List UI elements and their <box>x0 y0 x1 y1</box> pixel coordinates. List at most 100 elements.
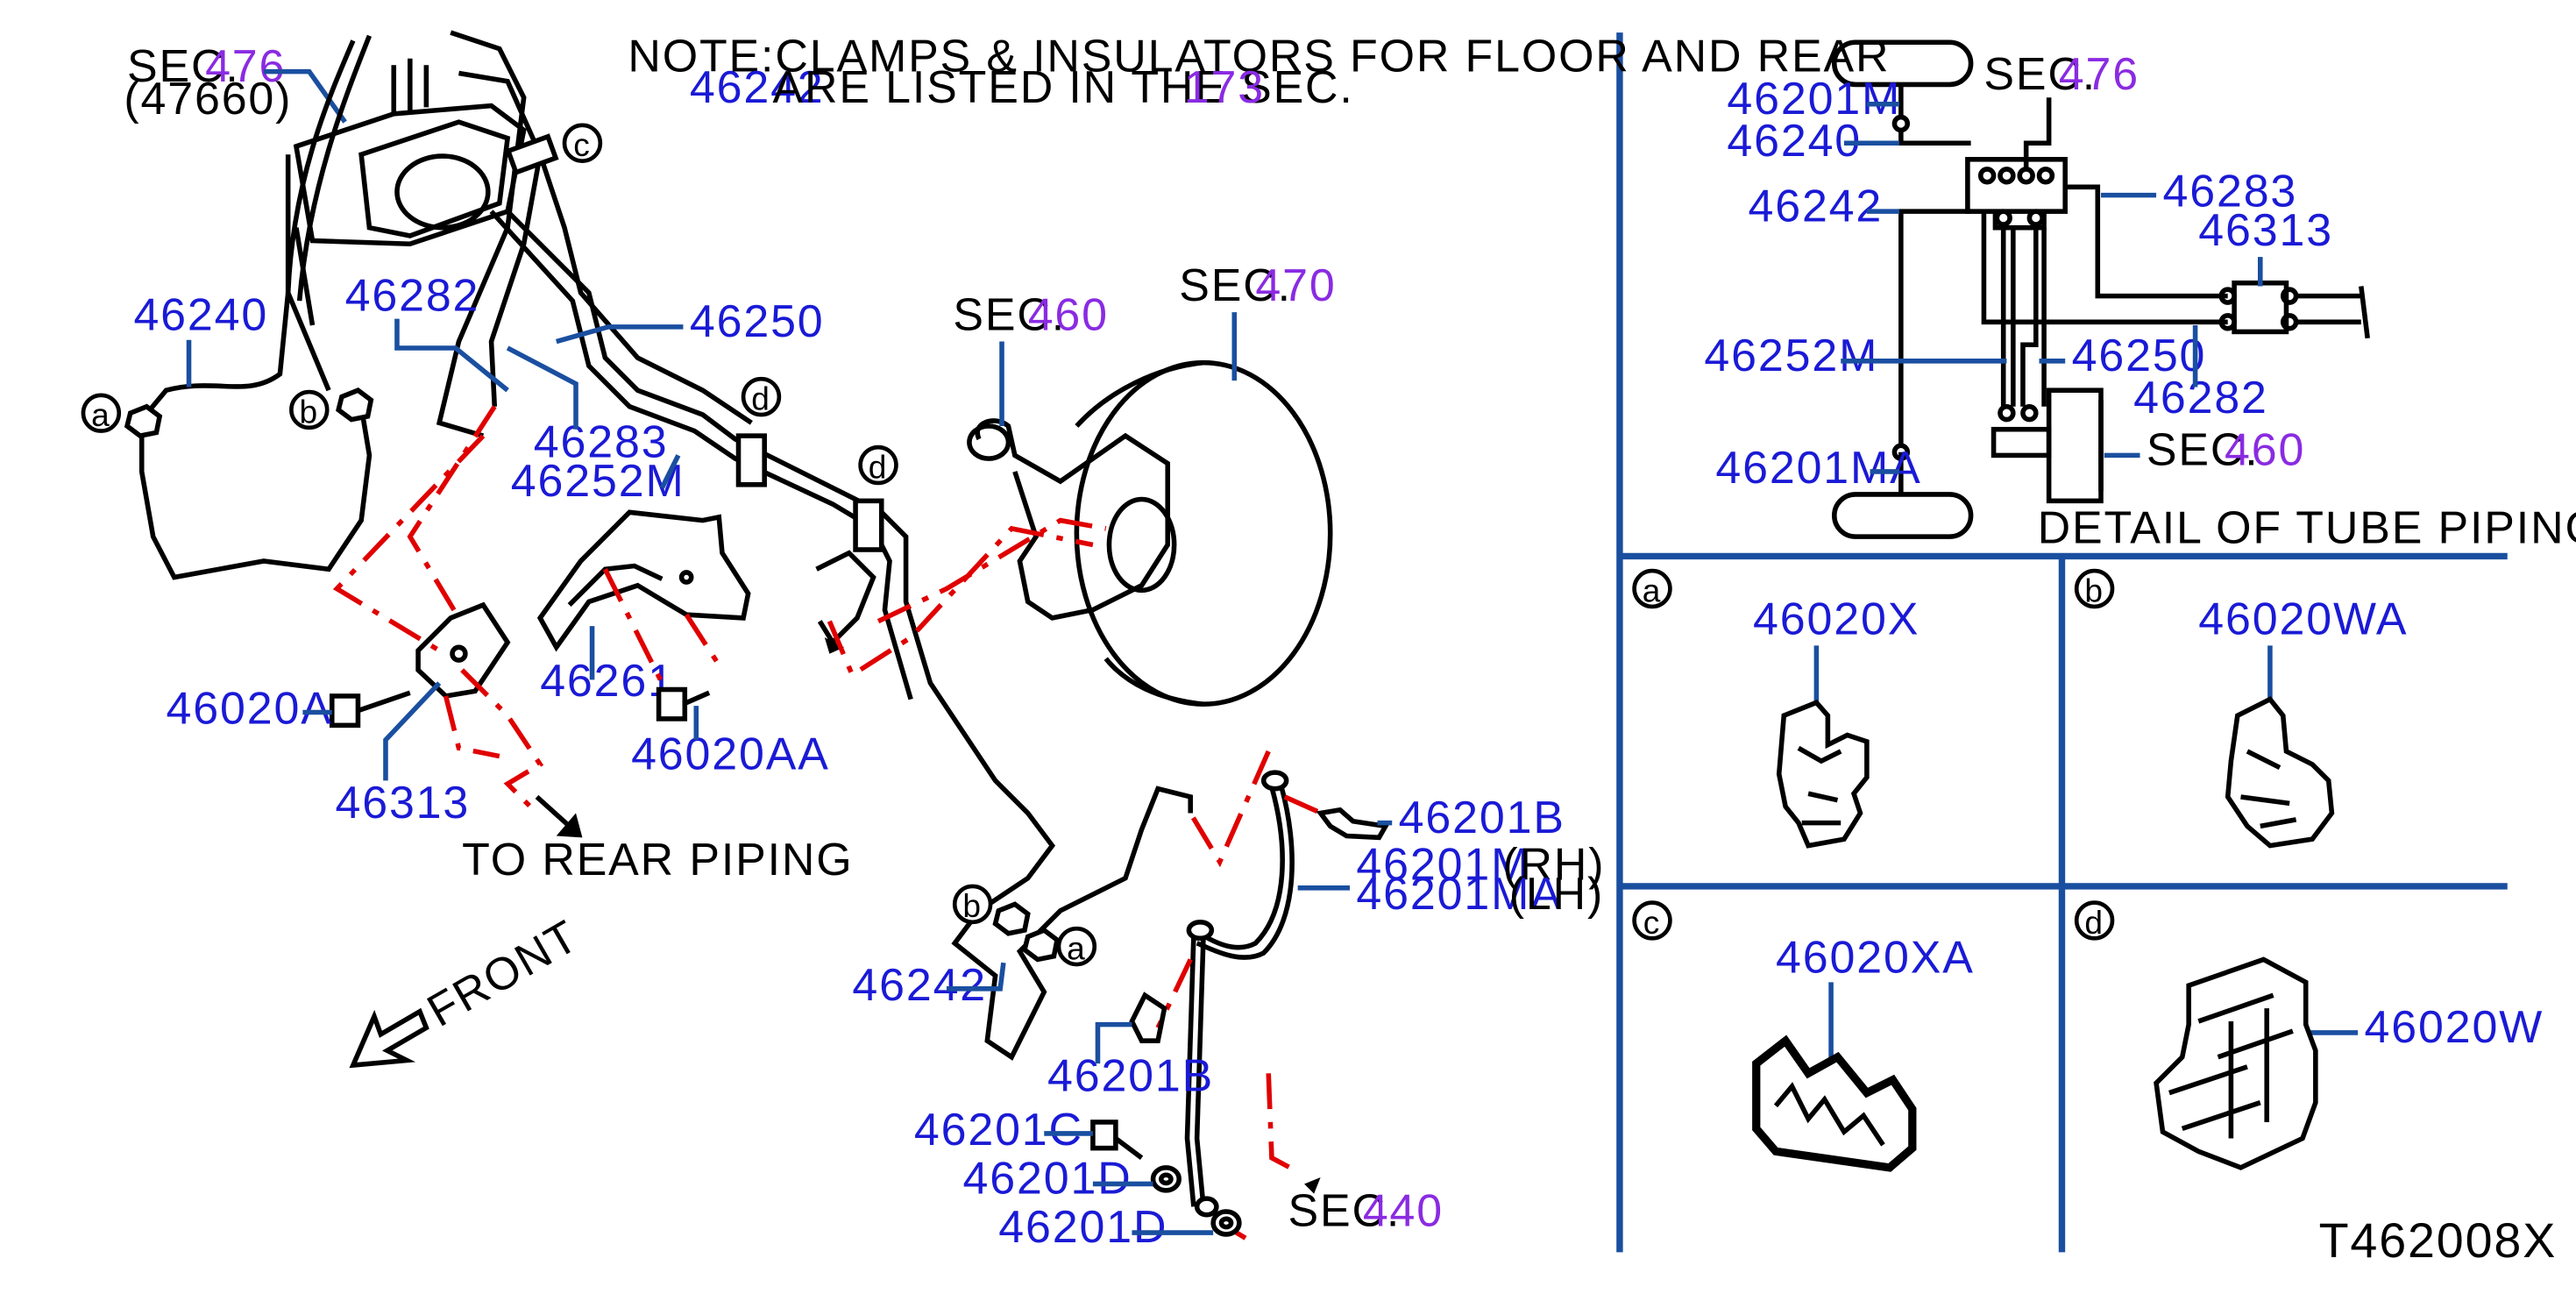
diagram-id: T462008X <box>2319 1213 2558 1268</box>
sec440-label: SEC. <box>1288 1186 1402 1237</box>
detail-46252M[interactable]: 46252M <box>1704 331 1878 381</box>
label-46240[interactable]: 46240 <box>133 290 268 341</box>
clip-46020X-icon <box>1776 700 1870 849</box>
panel-d[interactable]: d 46020W <box>2074 900 2544 1170</box>
connector-46313[interactable] <box>415 601 511 699</box>
arrow-rear <box>556 813 583 838</box>
panel-b[interactable]: b 46020WA <box>2074 568 2408 849</box>
clip-46020W-icon <box>2154 956 2318 1170</box>
detail-sec460-label: SEC. <box>2147 425 2260 476</box>
brake-booster <box>967 359 1333 707</box>
clip-a-left[interactable]: a <box>81 393 163 439</box>
sec476-label: SEC. <box>127 41 240 92</box>
label-46261[interactable]: 46261 <box>540 656 675 707</box>
detail-46313[interactable]: 46313 <box>2198 205 2333 256</box>
clip-a-center[interactable]: a <box>1021 926 1097 966</box>
detail-tube-piping <box>1831 39 2370 539</box>
label-46250[interactable]: 46250 <box>690 296 825 347</box>
panel-b-part[interactable]: 46020WA <box>2198 594 2408 644</box>
detail-title: DETAIL OF TUBE PIPING <box>2038 503 2576 554</box>
note-line2: ARE LISTED IN THE SEC. <box>772 62 1353 113</box>
marker-d-1: d <box>751 380 770 416</box>
detail-46242[interactable]: 46242 <box>1748 181 1883 231</box>
assembly-lines-center <box>827 517 1107 679</box>
note-sec[interactable]: 173 <box>1184 62 1265 113</box>
marker-d-2: d <box>869 448 888 485</box>
label-46201M[interactable]: 46201M <box>1356 840 1530 891</box>
detail-46201MA[interactable]: 46201MA <box>1715 443 1921 494</box>
note-part[interactable]: 46242 <box>690 62 825 113</box>
clip-d-2[interactable]: d <box>853 444 898 552</box>
to-rear-label: TO REAR PIPING <box>462 835 853 885</box>
assembly-lines-hose <box>1155 750 1331 1247</box>
assembly-lines-left <box>332 405 725 815</box>
panel-d-letter: d <box>2084 904 2104 941</box>
sec476-sub: (47660) <box>124 74 292 124</box>
panel-c-part[interactable]: 46020XA <box>1776 932 1975 983</box>
detail-46250[interactable]: 46250 <box>2072 331 2207 381</box>
note-block: NOTE:CLAMPS & INSULATORS FOR FLOOR AND R… <box>628 32 1890 113</box>
detail-46201M[interactable]: 46201M <box>1727 74 1901 124</box>
label-46201MA[interactable]: 46201MA <box>1356 869 1562 920</box>
panel-a[interactable]: a 46020X <box>1632 568 1920 849</box>
label-46282[interactable]: 46282 <box>345 270 480 321</box>
abs-actuator <box>285 58 527 392</box>
panel-b-letter: b <box>2084 572 2104 608</box>
sec470-label: SEC. <box>1179 260 1292 311</box>
label-46252M[interactable]: 46252M <box>511 456 685 507</box>
note-line1: NOTE:CLAMPS & INSULATORS FOR FLOOR AND R… <box>628 32 1890 82</box>
detail-frame <box>1616 32 2508 1253</box>
sec476-number[interactable]: 476 <box>205 41 286 92</box>
bolt-46020A[interactable] <box>329 690 411 729</box>
panel-a-part[interactable]: 46020X <box>1753 594 1920 644</box>
clip-46201B-top[interactable] <box>1316 807 1390 841</box>
detail-sec460-number[interactable]: 460 <box>2225 425 2305 476</box>
label-46201D-2[interactable]: 46201D <box>998 1202 1167 1253</box>
label-46201D-1[interactable]: 46201D <box>963 1154 1132 1205</box>
clip-46020WA-icon <box>2225 696 2335 849</box>
marker-a-center: a <box>1067 929 1086 966</box>
clip-46201B-bottom[interactable] <box>1129 992 1167 1043</box>
front-label: FRONT <box>419 910 587 1036</box>
detail-46282[interactable]: 46282 <box>2133 373 2268 423</box>
label-46020AA[interactable]: 46020AA <box>631 729 830 779</box>
detail-sec476-label: SEC. <box>1983 49 2097 100</box>
marker-b-left: b <box>300 393 319 430</box>
washer-46201D-1[interactable] <box>1150 1165 1182 1193</box>
sec460-number[interactable]: 460 <box>1028 290 1109 341</box>
detail-46240[interactable]: 46240 <box>1727 116 1862 167</box>
bolt-46201C[interactable] <box>1090 1120 1144 1160</box>
sec470-number[interactable]: 470 <box>1255 260 1336 311</box>
panel-c[interactable]: c 46020XA <box>1632 900 1975 1172</box>
bolt-46020AA[interactable] <box>656 686 711 722</box>
label-46313[interactable]: 46313 <box>335 778 470 828</box>
bracket-46261[interactable] <box>536 509 751 652</box>
label-46020A[interactable]: 46020A <box>167 683 333 734</box>
clip-d-1[interactable]: d <box>735 376 782 487</box>
panel-c-letter: c <box>1643 904 1661 941</box>
panel-d-part[interactable]: 46020W <box>2365 1002 2544 1053</box>
sec440-number[interactable]: 440 <box>1363 1186 1444 1237</box>
label-46201C[interactable]: 46201C <box>914 1105 1083 1155</box>
detail-46283[interactable]: 46283 <box>2162 167 2297 217</box>
label-46201B-top[interactable]: 46201B <box>1399 793 1565 843</box>
arrow-sec440 <box>1304 1177 1321 1194</box>
clip-b-left[interactable]: b <box>289 387 374 430</box>
sec460-label: SEC. <box>953 290 1066 341</box>
marker-b-center: b <box>962 887 982 924</box>
clip-46020XA-icon <box>1752 1034 1917 1172</box>
detail-sec476-number[interactable]: 476 <box>2059 49 2140 100</box>
front-arrow <box>349 1007 429 1069</box>
flex-hose-assembly <box>1184 770 1295 1207</box>
clip-c[interactable]: c <box>505 123 603 176</box>
marker-c: c <box>573 126 591 163</box>
label-rh: (RH) <box>1502 840 1605 891</box>
label-lh: (LH) <box>1509 869 1604 920</box>
brake-pipes-left <box>138 30 1193 1061</box>
label-46201B-bottom[interactable]: 46201B <box>1047 1051 1214 1102</box>
label-46242[interactable]: 46242 <box>852 960 987 1011</box>
washer-46201D-2[interactable] <box>1194 1196 1242 1237</box>
label-46283[interactable]: 46283 <box>534 416 669 467</box>
clip-b-center[interactable]: b <box>952 884 1031 936</box>
